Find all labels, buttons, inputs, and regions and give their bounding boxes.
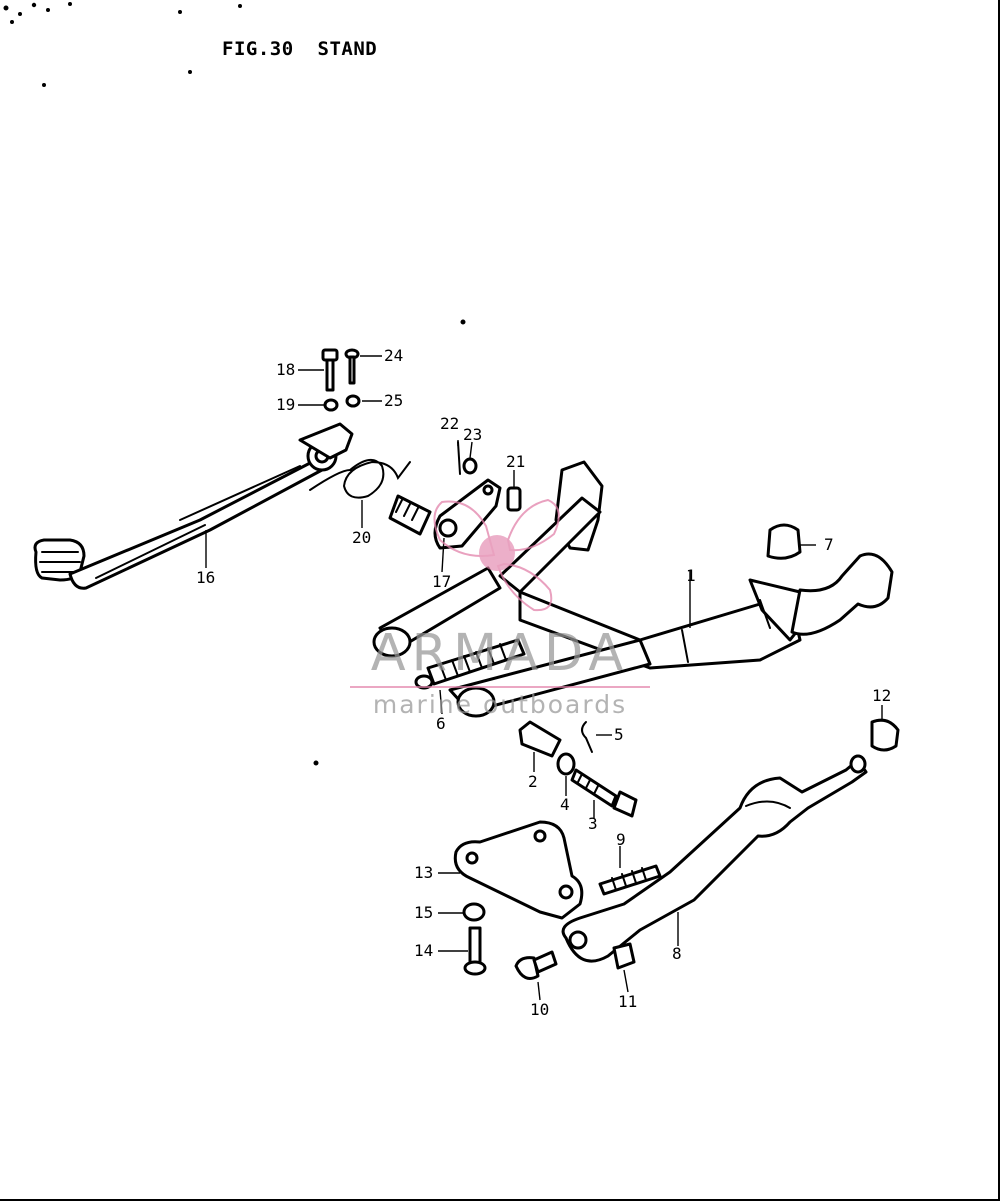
callout-11: 11 bbox=[618, 992, 638, 1011]
cap-part-7 bbox=[766, 523, 802, 560]
brake-pedal-part-16 bbox=[33, 422, 354, 590]
callout-6: 6 bbox=[436, 714, 446, 733]
pin-part-5 bbox=[581, 721, 593, 753]
callout-23: 23 bbox=[463, 425, 483, 444]
callout-16: 16 bbox=[196, 568, 216, 587]
callout-4: 4 bbox=[560, 795, 570, 814]
callout-1: 1 bbox=[686, 566, 696, 585]
cotter-pin-part-22 bbox=[457, 441, 461, 475]
callout-21: 21 bbox=[506, 452, 526, 471]
watermark-propeller-logo bbox=[433, 498, 560, 612]
callout-7: 7 bbox=[824, 535, 834, 554]
collar-part-2 bbox=[518, 720, 562, 758]
callout-13: 13 bbox=[414, 863, 434, 882]
pivot-shaft-part-17 bbox=[388, 478, 502, 550]
watermark-divider bbox=[350, 686, 650, 688]
callout-25: 25 bbox=[384, 391, 404, 410]
washer-part-4 bbox=[556, 752, 576, 776]
side-stand-part-8 bbox=[561, 754, 868, 963]
figure-title: FIG.30 STAND bbox=[222, 38, 378, 60]
leader-lines bbox=[205, 355, 883, 1001]
bolt-part-14 bbox=[463, 926, 487, 976]
callout-15: 15 bbox=[414, 903, 434, 922]
callout-19: 19 bbox=[276, 395, 296, 414]
bolt-part-18 bbox=[321, 348, 339, 392]
bracket-part-13 bbox=[453, 820, 584, 920]
scan-noise bbox=[3, 2, 466, 766]
spring-part-20 bbox=[309, 459, 411, 499]
bolt-part-3 bbox=[570, 768, 638, 818]
watermark-brand: ARMADA bbox=[370, 624, 630, 683]
nut-part-25 bbox=[345, 394, 361, 408]
center-stand-part-1 bbox=[372, 460, 894, 718]
callout-8: 8 bbox=[672, 944, 682, 963]
washer-part-15 bbox=[462, 902, 486, 922]
callout-14: 14 bbox=[414, 941, 434, 960]
callout-12: 12 bbox=[872, 686, 892, 705]
callout-17: 17 bbox=[432, 572, 452, 591]
callout-5: 5 bbox=[614, 725, 624, 744]
washer-part-23 bbox=[462, 457, 478, 475]
callout-24: 24 bbox=[384, 346, 404, 365]
nut-part-11 bbox=[612, 942, 636, 970]
callout-20: 20 bbox=[352, 528, 372, 547]
callout-3: 3 bbox=[588, 814, 598, 833]
watermark-tagline: marine outboards bbox=[372, 690, 628, 719]
callout-10: 10 bbox=[530, 1000, 550, 1019]
callout-9: 9 bbox=[616, 830, 626, 849]
nut-part-19 bbox=[323, 398, 339, 412]
callout-2: 2 bbox=[528, 772, 538, 791]
callout-18: 18 bbox=[276, 360, 296, 379]
cap-part-12 bbox=[870, 718, 900, 752]
spring-part-9 bbox=[598, 864, 662, 896]
bolt-part-10 bbox=[514, 950, 558, 980]
callout-22: 22 bbox=[440, 414, 460, 433]
bolt-part-24 bbox=[344, 348, 360, 385]
pin-part-21 bbox=[506, 486, 522, 512]
spring-part-6 bbox=[414, 638, 526, 690]
